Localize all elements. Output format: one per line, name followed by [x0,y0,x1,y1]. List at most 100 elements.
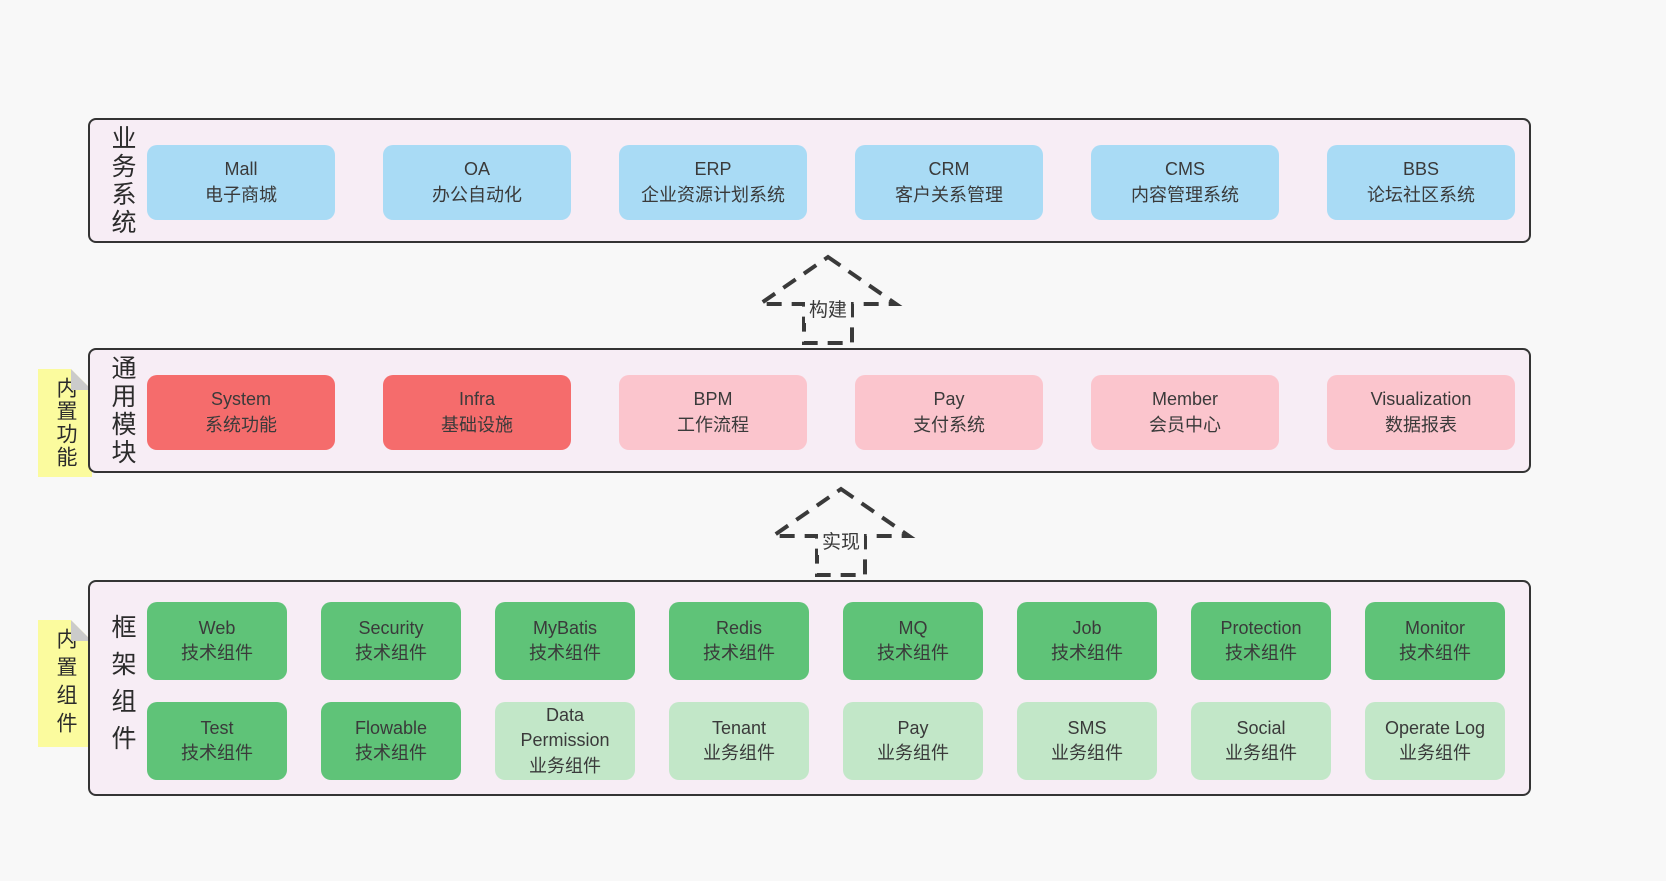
box-title: System [210,389,271,410]
box-subtitle: 业务组件 [877,743,949,763]
box-subtitle: 会员中心 [1149,414,1221,435]
box-subtitle: 内容管理系统 [1131,184,1239,205]
box-oa: OA 办公自动化 [383,145,571,220]
box-subtitle: 业务组件 [703,743,775,763]
box-subtitle: 技术组件 [181,743,253,763]
box-crm: CRM 客户关系管理 [855,145,1043,220]
arrow-implement: 实现 [761,486,921,580]
box-title: CRM [928,159,970,180]
panel-common-modules-label: 通用模块 [108,354,136,467]
panel-business-systems: 业务系统 Mall 电子商城 OA 办公自动化 ERP 企业资源计划系统 CRM 客户关系管理… [88,118,1531,243]
box-mall: Mall 电子商城 [147,145,335,220]
box-title: Web [198,617,236,638]
box-title: Protection [1220,617,1302,638]
box-monitor: Monitor 技术组件 [1365,602,1505,680]
sticky-note-built-in-components-label: 内置组件 [54,627,77,740]
box-title: Infra [458,389,496,410]
box-subtitle: 办公自动化 [432,184,522,205]
box-security: Security 技术组件 [321,602,461,680]
box-operate-log: Operate Log 业务组件 [1365,702,1505,780]
box-infra: Infra 基础设施 [383,375,571,450]
box-subtitle: 支付系统 [913,414,985,435]
box-cms: CMS 内容管理系统 [1091,145,1279,220]
box-redis: Redis 技术组件 [669,602,809,680]
box-subtitle: 技术组件 [355,743,427,763]
box-subtitle: 客户关系管理 [895,184,1003,205]
box-title: MyBatis [532,617,597,638]
panel-framework-components-label: 框架组件 [108,614,136,762]
box-subtitle: 业务组件 [529,755,601,776]
box-subtitle: 技术组件 [1051,643,1123,663]
box-social: Social 业务组件 [1191,702,1331,780]
box-title: Monitor [1404,617,1466,638]
box-subtitle: 技术组件 [1399,643,1471,663]
box-subtitle: 技术组件 [1225,643,1297,663]
box-title: SMS [1067,717,1107,738]
box-title: Data Permission [520,705,610,751]
sticky-note-built-in-components: 内置组件 [38,620,92,747]
box-title: Operate Log [1384,717,1486,738]
box-data-permission: Data Permission 业务组件 [495,702,635,780]
arrow-implement-label: 实现 [817,526,865,555]
box-member: Member 会员中心 [1091,375,1279,450]
box-erp: ERP 企业资源计划系统 [619,145,807,220]
box-subtitle: 技术组件 [877,643,949,663]
panel-business-systems-label: 业务系统 [108,124,136,237]
box-title: Test [200,717,234,738]
box-bpm: BPM 工作流程 [619,375,807,450]
box-pay: Pay 支付系统 [855,375,1043,450]
box-title: OA [463,159,490,180]
box-title: Flowable [354,717,428,738]
box-title: MQ [898,617,928,638]
box-title: Pay [933,389,965,410]
arrow-build-label: 构建 [804,294,852,323]
box-mybatis: MyBatis 技术组件 [495,602,635,680]
box-mq: MQ 技术组件 [843,602,983,680]
box-title: Tenant [711,717,767,738]
box-subtitle: 技术组件 [181,643,253,663]
box-subtitle: 技术组件 [703,643,775,663]
box-tenant: Tenant 业务组件 [669,702,809,780]
box-title: CMS [1165,159,1205,180]
box-subtitle: 业务组件 [1225,743,1297,763]
business-systems-row: Mall 电子商城 OA 办公自动化 ERP 企业资源计划系统 CRM 客户关系管理 CMS 内容… [147,145,1515,220]
box-pay: Pay 业务组件 [843,702,983,780]
sticky-note-built-in-features: 内置功能 [38,369,92,477]
box-subtitle: 工作流程 [677,414,749,435]
arrow-up-icon [766,486,916,577]
box-title: BPM [693,389,733,410]
box-protection: Protection 技术组件 [1191,602,1331,680]
box-title: Social [1236,717,1286,738]
box-title: Pay [897,717,929,738]
box-title: Member [1151,389,1218,410]
box-web: Web 技术组件 [147,602,287,680]
box-subtitle: 技术组件 [529,643,601,663]
box-subtitle: 业务组件 [1399,743,1471,763]
box-subtitle: 技术组件 [355,643,427,663]
box-title: Mall [224,159,258,180]
box-flowable: Flowable 技术组件 [321,702,461,780]
box-title: ERP [694,159,732,180]
box-subtitle: 企业资源计划系统 [641,184,785,205]
box-subtitle: 业务组件 [1051,743,1123,763]
box-subtitle: 基础设施 [441,414,513,435]
box-title: Visualization [1370,389,1472,410]
box-subtitle: 论坛社区系统 [1367,184,1475,205]
box-subtitle: 数据报表 [1385,414,1457,435]
box-subtitle: 电子商城 [205,184,277,205]
box-bbs: BBS 论坛社区系统 [1327,145,1515,220]
box-title: Security [358,617,424,638]
box-sms: SMS 业务组件 [1017,702,1157,780]
arrow-build: 构建 [748,254,908,348]
box-title: Redis [715,617,763,638]
box-visualization: Visualization 数据报表 [1327,375,1515,450]
box-title: BBS [1402,159,1440,180]
